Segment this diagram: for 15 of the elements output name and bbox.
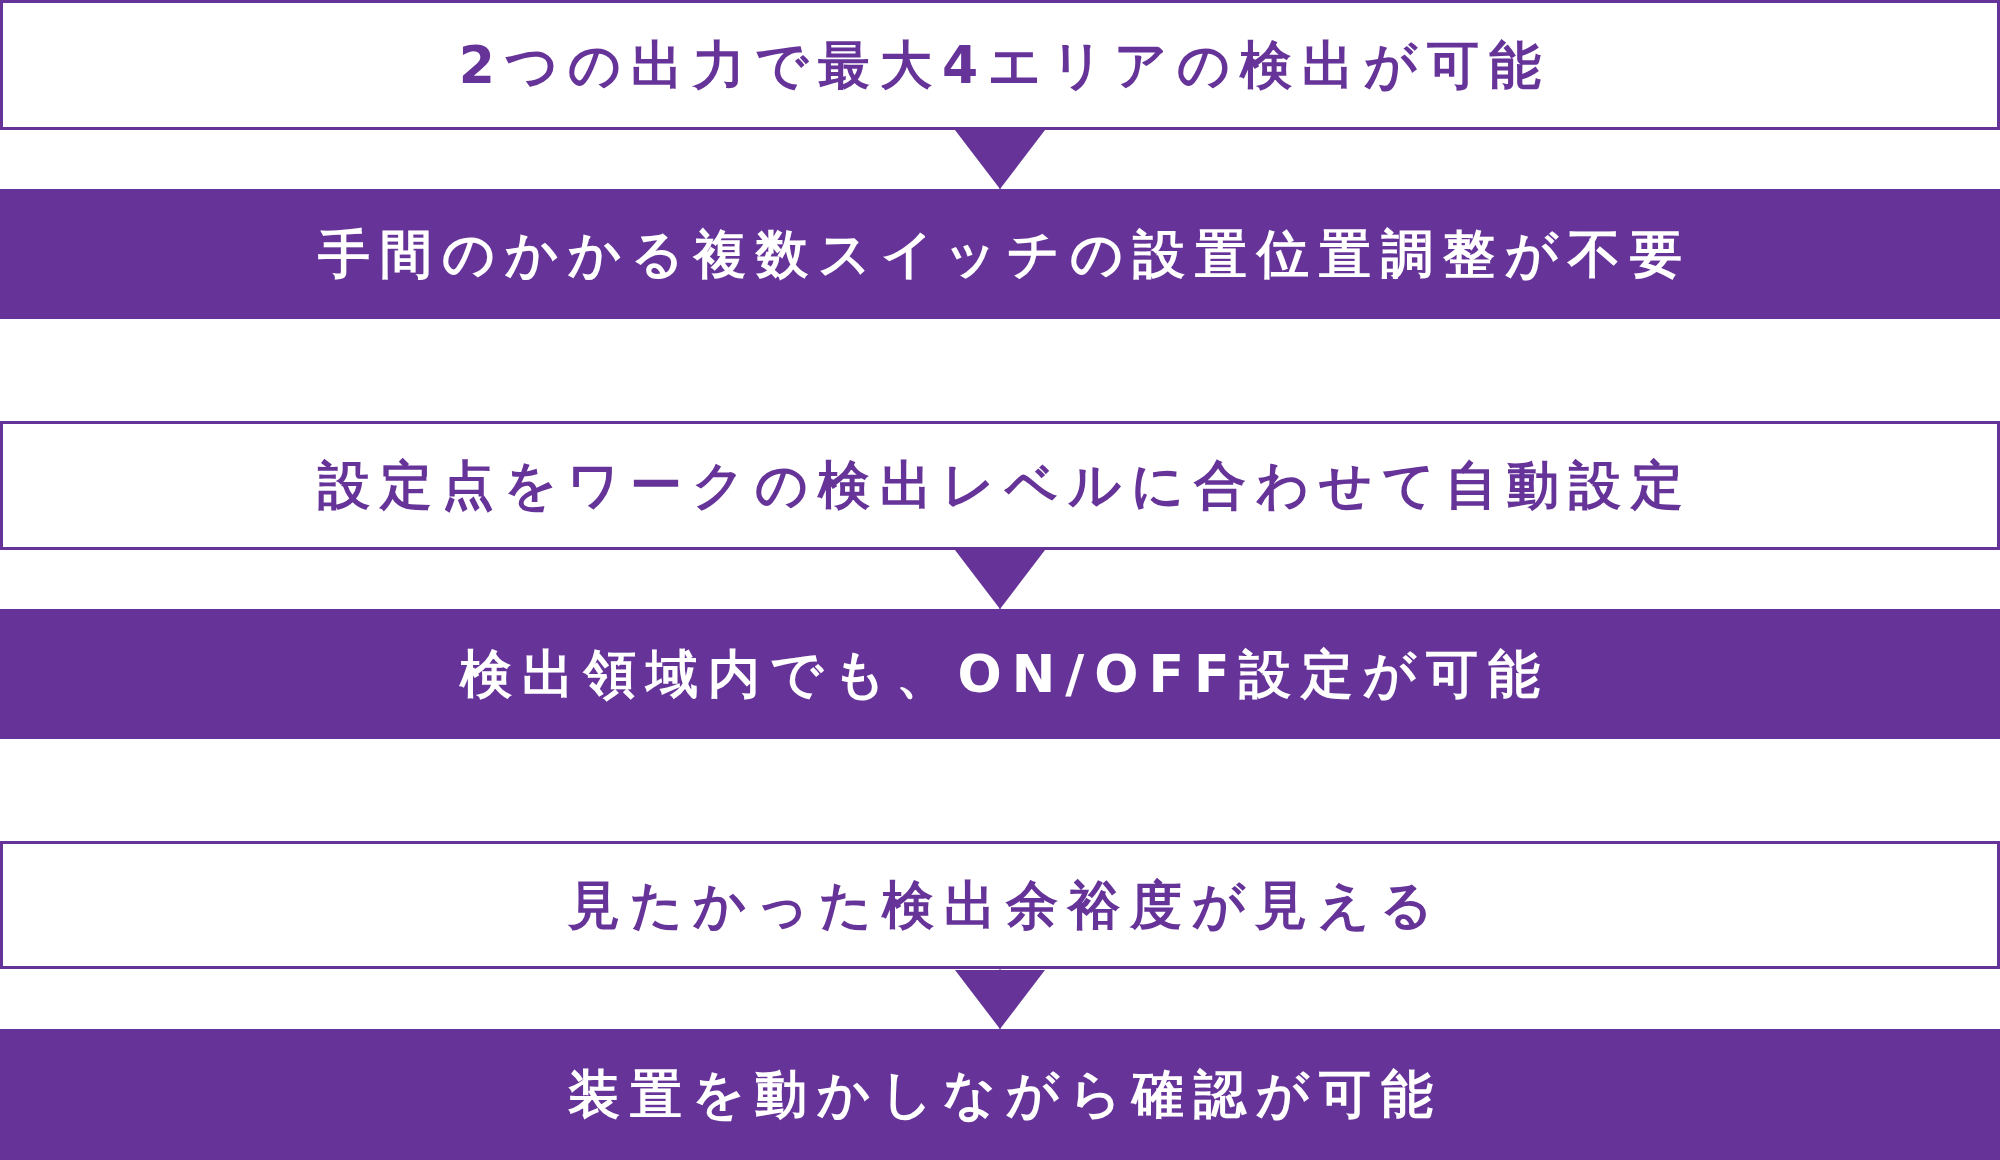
arrow: [955, 549, 1045, 610]
arrow: [955, 968, 1045, 1030]
outlined-banner: [0, 421, 2000, 550]
banner-text: 見たかった検出余裕度が見える: [567, 873, 1443, 937]
outlined-banner: [0, 841, 2000, 969]
banner-text: 手間のかかる複数スイッチの設置位置調整が不要: [318, 222, 1692, 286]
banner-text: 設定点をワークの検出レベルに合わせて自動設定: [317, 454, 1693, 517]
banner-text: 検出領域内でも、ON/OFF設定が可能: [459, 642, 1551, 706]
filled-banner: [0, 1029, 2000, 1160]
outlined-banner: [0, 0, 2000, 130]
banner-text: 2つの出力で最大4エリアの検出が可能: [458, 33, 1552, 97]
filled-banner: [0, 609, 2000, 739]
arrow: [955, 129, 1045, 190]
filled-banner: [0, 189, 2000, 319]
banner-text: 装置を動かしながら確認が可能: [567, 1063, 1443, 1126]
